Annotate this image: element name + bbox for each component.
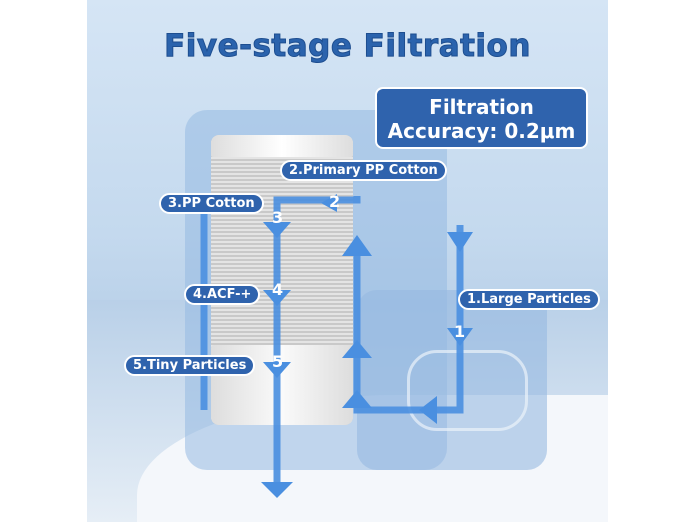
stage-label-3: 3.PP Cotton (159, 193, 264, 214)
arrow-head-up-icon (342, 340, 372, 358)
accuracy-line2: Accuracy: 0.2μm (387, 119, 576, 143)
filter-top-cap (211, 135, 353, 157)
accuracy-line1: Filtration (429, 95, 534, 119)
arrow-head-down-icon (447, 232, 473, 252)
arrow-head-down-icon (263, 290, 291, 306)
stage-label-5: 5.Tiny Particles (124, 355, 256, 376)
arrow-head-left-icon (419, 396, 437, 424)
product-infographic: Five-stage Filtration Filtration Accurac… (87, 0, 608, 522)
arrow-path-inlet (353, 225, 464, 414)
stage-label-1: 1.Large Particles (458, 289, 600, 310)
arrow-head-left-icon (321, 194, 337, 212)
accuracy-badge: Filtration Accuracy: 0.2μm (375, 87, 588, 149)
flow-arrows (200, 194, 473, 498)
stage-number-2: 2 (329, 192, 341, 211)
stage-label-2: 2.Primary PP Cotton (280, 160, 447, 181)
stage-number-4: 4 (272, 280, 284, 299)
stage-label-4: 4.ACF-+ (184, 284, 261, 305)
stage-number-3: 3 (272, 208, 284, 227)
base-window (407, 350, 528, 431)
arrow-head-up-icon (342, 235, 372, 256)
arrow-path-center (273, 196, 361, 490)
page-title: Five-stage Filtration (164, 28, 531, 65)
arrow-head-up-icon (342, 390, 372, 408)
arrow-head-down-icon (263, 362, 291, 378)
purifier-base (357, 290, 547, 470)
stage-number-5: 5 (272, 352, 284, 371)
arrow-head-down-icon (263, 222, 291, 238)
arrow-head-down-icon (447, 328, 473, 346)
stage-number-1: 1 (454, 322, 466, 341)
arrow-head-down-icon (261, 482, 293, 498)
